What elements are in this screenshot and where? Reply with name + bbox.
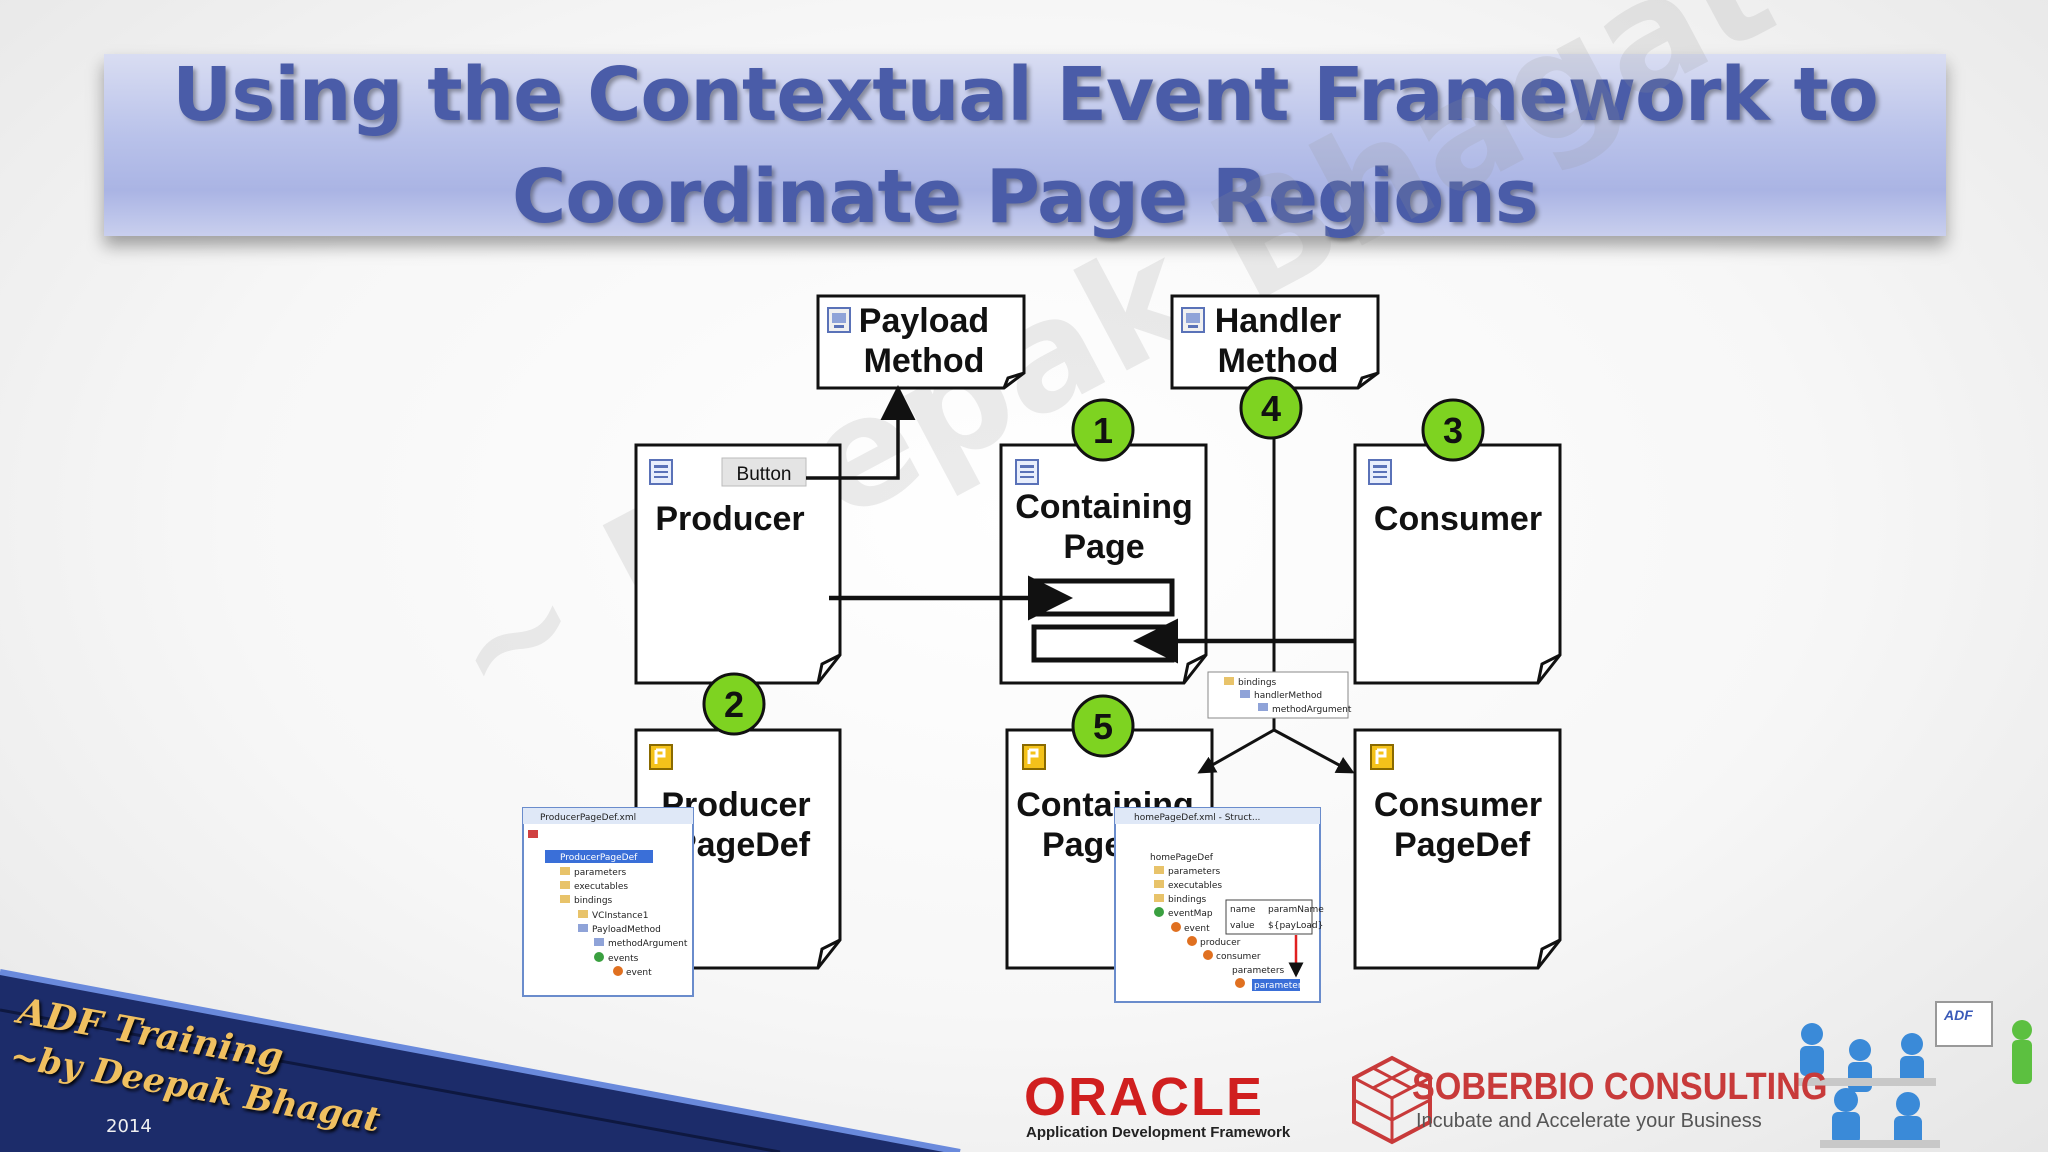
callout-name-value: paramName [1268, 905, 1324, 915]
consumer-pagedef-box: Consumer PageDef [1355, 730, 1560, 968]
pagedef-icon [1023, 745, 1045, 769]
producer-box: Button Producer [636, 445, 840, 683]
screenshot-title: homePageDef.xml - Struct... [1134, 813, 1260, 823]
step-2-badge: 2 [704, 674, 764, 734]
tree-item: handlerMethod [1254, 691, 1322, 701]
tree-item: event [1184, 924, 1210, 934]
tree-item: methodArgument [1272, 705, 1352, 715]
tree-item: methodArgument [608, 939, 688, 949]
handler-bindings-tree: bindings handlerMethod methodArgument [1208, 672, 1352, 718]
step-3-number: 3 [1443, 410, 1463, 451]
year-label: 2014 [106, 1116, 152, 1137]
tree-item: eventMap [1168, 909, 1213, 919]
page-icon [1369, 460, 1391, 484]
method-icon [828, 308, 850, 332]
step-1-badge: 1 [1073, 400, 1133, 460]
payload-method-box: Payload Method [818, 296, 1024, 388]
method-icon [1182, 308, 1204, 332]
callout-value-key: value [1230, 921, 1255, 931]
callout-name-key: name [1230, 905, 1256, 915]
classroom-board-label: ADF [1943, 1007, 1973, 1023]
payload-method-label-2: Method [864, 342, 985, 380]
producer-pagedef-label-2: PageDef [674, 826, 811, 864]
step-4-badge: 4 [1241, 378, 1301, 438]
tree-item: executables [574, 882, 628, 892]
oracle-subtitle: Application Development Framework [1026, 1124, 1290, 1141]
handler-method-label-1: Handler [1215, 302, 1342, 340]
consumer-label: Consumer [1374, 500, 1542, 538]
classroom-illustration: ADF [1796, 1002, 2032, 1148]
containing-pagedef-screenshot: homePageDef.xml - Struct... homePageDef … [1115, 808, 1324, 1002]
tree-item: VCInstance1 [592, 911, 648, 921]
page-icon [1016, 460, 1038, 484]
oracle-logo: ORACLE [1024, 1066, 1264, 1128]
tree-item: bindings [1168, 895, 1207, 905]
payload-method-label-1: Payload [859, 302, 989, 340]
step-4-number: 4 [1261, 388, 1281, 429]
step-2-number: 2 [724, 684, 744, 725]
tree-item: event [626, 968, 652, 978]
tree-item: executables [1168, 881, 1222, 891]
button-widget-label: Button [737, 464, 792, 485]
tree-item: producer [1200, 938, 1241, 948]
consumer-pagedef-label-1: Consumer [1374, 786, 1542, 824]
consumer-region [1034, 627, 1172, 660]
tree-item: bindings [574, 896, 613, 906]
consumer-pagedef-label-2: PageDef [1394, 826, 1531, 864]
pagedef-icon [1371, 745, 1393, 769]
tree-item: parameters [574, 868, 627, 878]
step-5-number: 5 [1093, 706, 1113, 747]
screenshot-title: ProducerPageDef.xml [540, 813, 636, 823]
tree-item: consumer [1216, 952, 1261, 962]
step-3-badge: 3 [1423, 400, 1483, 460]
tree-item-selected: parameter [1254, 981, 1302, 991]
step-5-badge: 5 [1073, 696, 1133, 756]
company-tagline: Incubate and Accelerate your Business [1416, 1110, 1762, 1133]
containing-page-label-2: Page [1063, 528, 1144, 566]
tree-item: events [608, 954, 639, 964]
tree-item: homePageDef [1150, 853, 1214, 863]
tree-item-selected: ProducerPageDef [560, 853, 638, 863]
page-icon [650, 460, 672, 484]
step-1-number: 1 [1093, 410, 1113, 451]
handler-method-box: Handler Method [1172, 296, 1378, 388]
tree-item: bindings [1238, 678, 1277, 688]
producer-label: Producer [655, 500, 804, 538]
tree-item: PayloadMethod [592, 925, 661, 935]
handler-method-label-2: Method [1218, 342, 1339, 380]
consumer-box: Consumer [1355, 445, 1560, 683]
tree-item: parameters [1232, 966, 1285, 976]
company-name: SOBERBIO CONSULTING [1412, 1066, 1827, 1109]
producer-pagedef-screenshot: ProducerPageDef.xml ProducerPageDef para… [523, 808, 693, 996]
callout-value-value: ${payLoad} [1268, 921, 1323, 931]
tree-item: parameters [1168, 867, 1221, 877]
containing-page-label-1: Containing [1015, 488, 1193, 526]
pagedef-icon [650, 745, 672, 769]
handler-to-consumer-pagedef-arrow [1274, 730, 1352, 772]
containing-page-box: Containing Page [1001, 445, 1206, 683]
